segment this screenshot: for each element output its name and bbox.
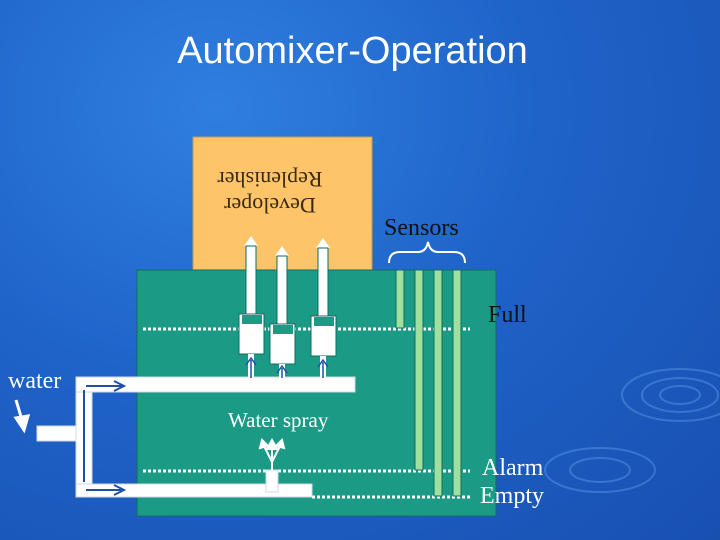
sensor-rod-2	[414, 269, 424, 471]
alarm-label: Alarm	[482, 455, 544, 481]
sensor-rod-3	[433, 269, 443, 497]
replenisher-label-line-2: Replenisher	[217, 167, 323, 192]
water-ripple-decoration	[544, 368, 720, 493]
sensor-rod-full	[395, 269, 405, 329]
slide-title: Automixer-Operation	[177, 30, 528, 72]
sensor-rods	[395, 269, 462, 497]
water-spray-icon	[258, 437, 286, 470]
full-label: Full	[488, 302, 527, 328]
sensor-rod-4	[452, 269, 462, 497]
dispenser-tubes	[238, 236, 337, 378]
replenisher-label: Developer Replenisher	[195, 166, 345, 218]
sensors-brace	[388, 241, 466, 264]
upper-feed-pipe	[75, 376, 356, 393]
spray-riser-pipe	[265, 469, 279, 493]
sensors-label: Sensors	[384, 215, 459, 241]
empty-label: Empty	[480, 483, 544, 509]
water-label: water	[8, 368, 62, 394]
water-spray-label: Water spray	[228, 408, 329, 432]
lower-feed-pipe	[75, 483, 313, 498]
water-inlet-arrow	[13, 399, 31, 434]
replenisher-label-line-1: Developer	[224, 193, 316, 218]
dispenser-tube-2	[269, 246, 296, 378]
